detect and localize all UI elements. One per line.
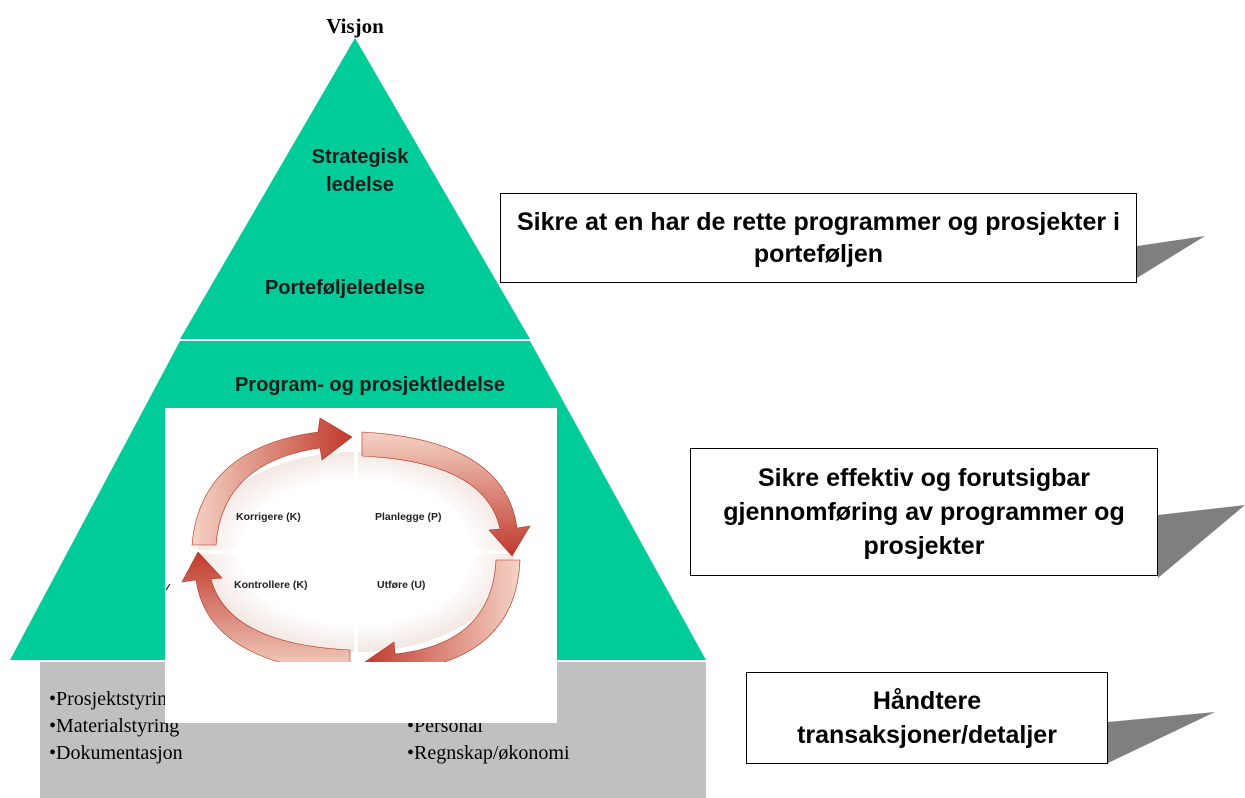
base-right-item: •Regnskap/økonomi (407, 742, 570, 764)
strategic-label-line-1: Strategisk (311, 146, 409, 168)
pdca-cycle: Korrigere (K) Planlegge (P) Kontrollere … (181, 417, 531, 687)
callout-transactions: Håndtere transaksjoner/detaljer (746, 672, 1108, 764)
base-left-item: •Prosjektstyring (49, 688, 178, 710)
base-left-item: •Dokumentasjon (49, 742, 183, 764)
cycle-left-tick (165, 583, 171, 591)
callout-1-shadow (1137, 236, 1205, 278)
program-label: Program- og prosjektledelse (234, 374, 506, 396)
callout-portfolio: Sikre at en har de rette programmer og p… (500, 193, 1137, 283)
callout-execution: Sikre effektiv og forutsigbar gjennomfør… (690, 448, 1158, 576)
cycle-quadrant-planlegge: Planlegge (P) (375, 511, 442, 523)
cycle-arrow-top-right (361, 431, 531, 557)
strategic-label: Strategisk ledelse (270, 143, 450, 199)
callout-2-shadow (1158, 505, 1245, 578)
portfolio-label: Porteføljeledelse (264, 277, 426, 299)
cycle-arrow-bottom-left (181, 551, 351, 675)
callout-transactions-text: Håndtere transaksjoner/detaljer (797, 687, 1057, 749)
strategic-label-line-2: ledelse (326, 174, 394, 196)
base-left-item: •Materialstyring (49, 715, 180, 737)
pyramid-top-section (180, 38, 530, 339)
base-left-list: •Prosjektstyring •Materialstyring •Dokum… (49, 686, 183, 767)
cycle-arrow-top-left (191, 417, 353, 546)
cycle-quadrant-utfore: Utføre (U) (377, 579, 425, 591)
callout-3-shadow (1108, 712, 1215, 763)
cycle-quadrant-kontrollere: Kontrollere (K) (234, 579, 308, 591)
cycle-quadrant-korrigere: Korrigere (K) (236, 511, 301, 523)
callout-execution-text: Sikre effektiv og forutsigbar gjennomfør… (723, 464, 1125, 560)
cycle-image-panel-overlay (165, 662, 557, 723)
callout-portfolio-text: Sikre at en har de rette programmer og p… (517, 208, 1120, 268)
apex-label: Visjon (326, 14, 384, 38)
